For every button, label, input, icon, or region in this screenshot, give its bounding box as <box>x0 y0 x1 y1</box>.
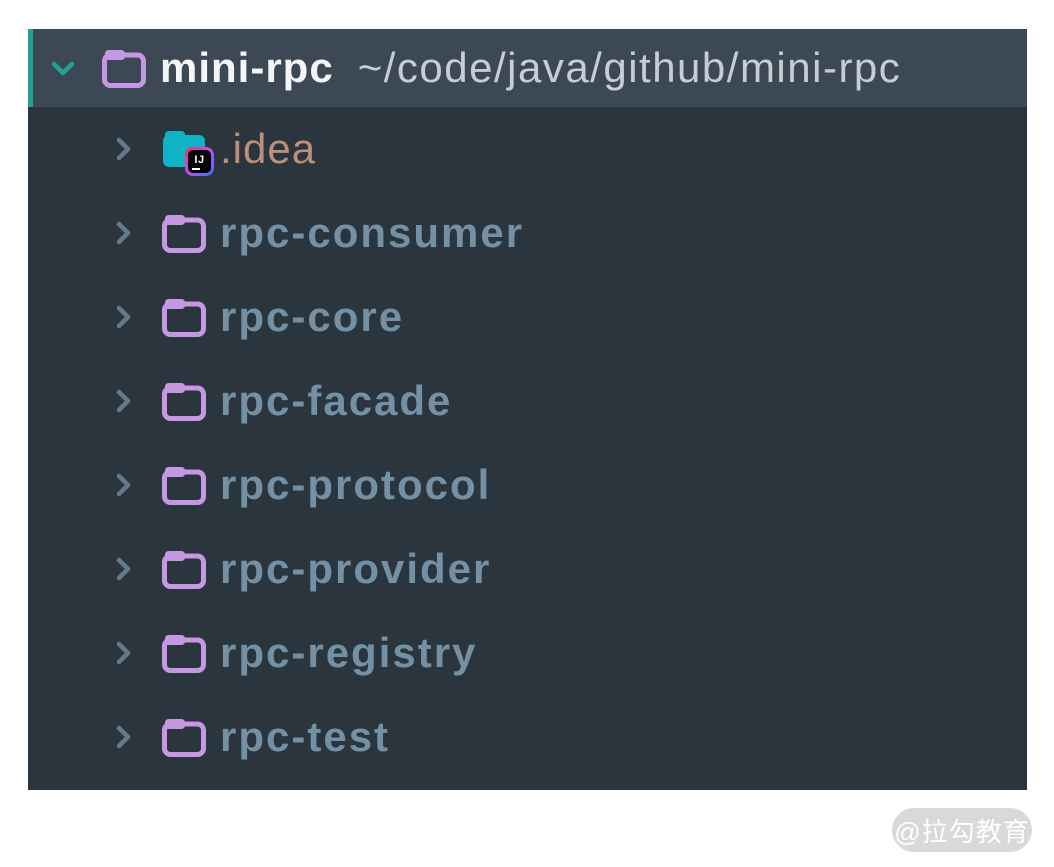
chevron-right-icon[interactable] <box>106 132 140 166</box>
folder-icon <box>160 631 208 675</box>
folder-icon <box>160 715 208 759</box>
selection-accent-bar <box>28 29 33 107</box>
folder-icon <box>100 46 148 90</box>
tree-row-idea[interactable]: IJ .idea <box>28 107 1027 191</box>
project-root-path: ~/code/java/github/mini-rpc <box>357 44 902 91</box>
folder-icon <box>160 463 208 507</box>
project-tree-panel: mini-rpc ~/code/java/github/mini-rpc IJ … <box>28 29 1027 790</box>
chevron-down-icon[interactable] <box>46 51 80 85</box>
folder-icon <box>160 295 208 339</box>
chevron-right-icon[interactable] <box>106 384 140 418</box>
folder-icon <box>160 379 208 423</box>
folder-name: rpc-provider <box>220 545 492 592</box>
chevron-right-icon[interactable] <box>106 552 140 586</box>
tree-row-rpc-core[interactable]: rpc-core <box>28 275 1027 359</box>
tree-row-rpc-test[interactable]: rpc-test <box>28 695 1027 779</box>
chevron-right-icon[interactable] <box>106 216 140 250</box>
intellij-logo-badge: IJ <box>185 147 214 176</box>
tree-row-rpc-provider[interactable]: rpc-provider <box>28 527 1027 611</box>
folder-name: rpc-protocol <box>220 461 492 508</box>
tree-row-rpc-facade[interactable]: rpc-facade <box>28 359 1027 443</box>
watermark-badge: @拉勾教育 <box>892 808 1032 852</box>
folder-name: rpc-registry <box>220 629 478 676</box>
folder-name: rpc-facade <box>220 377 453 424</box>
tree-row-rpc-protocol[interactable]: rpc-protocol <box>28 443 1027 527</box>
chevron-right-icon[interactable] <box>106 300 140 334</box>
chevron-right-icon[interactable] <box>106 720 140 754</box>
folder-icon <box>160 547 208 591</box>
folder-name: rpc-core <box>220 293 405 340</box>
folder-name: rpc-consumer <box>220 209 525 256</box>
watermark-label: @拉勾教育 <box>894 816 1030 847</box>
folder-name: rpc-test <box>220 713 391 760</box>
tree-row-rpc-registry[interactable]: rpc-registry <box>28 611 1027 695</box>
idea-folder-icon: IJ <box>160 127 214 176</box>
chevron-right-icon[interactable] <box>106 468 140 502</box>
folder-icon <box>160 211 208 255</box>
chevron-right-icon[interactable] <box>106 636 140 670</box>
tree-row-root[interactable]: mini-rpc ~/code/java/github/mini-rpc <box>28 29 1027 107</box>
tree-row-rpc-consumer[interactable]: rpc-consumer <box>28 191 1027 275</box>
folder-name: .idea <box>220 125 317 172</box>
project-root-name: mini-rpc <box>160 44 334 91</box>
